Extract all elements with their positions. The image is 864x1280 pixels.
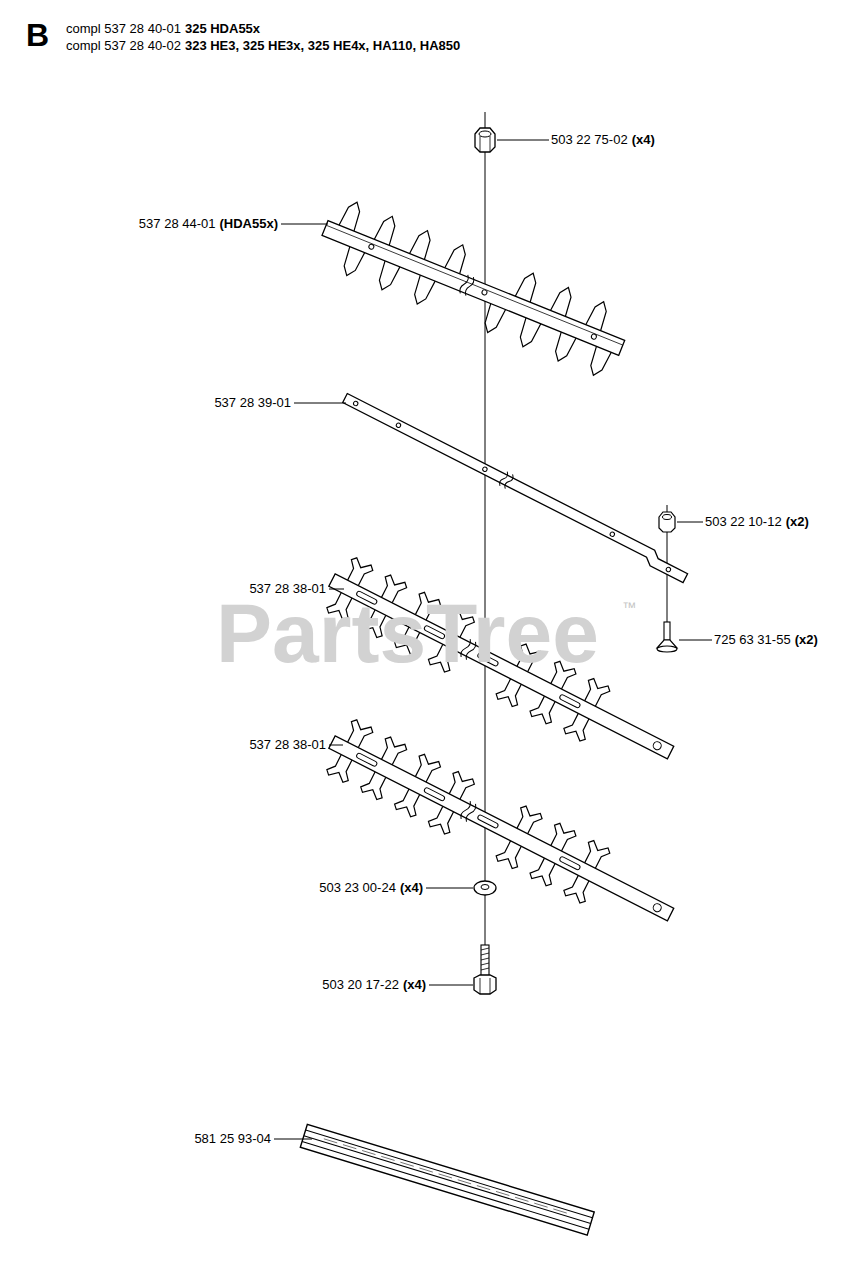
quantity-note: (x4)	[400, 879, 423, 897]
guard-bar	[340, 391, 692, 583]
model-list: 325 HDA55x	[185, 20, 260, 38]
label-row: ™	[622, 598, 636, 616]
quantity-note: (x4)	[403, 976, 426, 994]
label-row: 503 22 75-02(x4)	[551, 131, 655, 149]
quantity-note: (x2)	[786, 513, 809, 531]
assembly-number: compl 537 28 40-01	[66, 20, 181, 38]
assembly-number: compl 537 28 40-02	[66, 37, 181, 55]
watermark: PartsTree	[216, 588, 599, 678]
part-number: 503 22 75-02	[551, 131, 628, 149]
washer-symbol	[474, 881, 496, 895]
section-letter: B	[26, 18, 49, 52]
nut-symbol	[659, 512, 675, 532]
label-row: 537 28 44-01(HDA55x)	[139, 215, 278, 233]
label-row: 581 25 93-04	[194, 1130, 271, 1148]
label-row: 503 22 10-12(x2)	[705, 513, 809, 531]
cutting-blade	[318, 714, 685, 942]
screw-symbol	[657, 622, 677, 652]
label-row: 537 28 39-01	[214, 394, 291, 412]
label-row: 725 63 31-55(x2)	[714, 631, 818, 649]
nut-symbol	[475, 128, 495, 152]
model-list: 323 HE3, 325 HE3x, 325 HE4x, HA110, HA85…	[185, 37, 460, 55]
label-row: compl 537 28 40-01325 HDA55x	[66, 20, 260, 38]
blade-guard	[312, 195, 636, 382]
part-number: 503 20 17-22	[322, 976, 399, 994]
part-number: 503 22 10-12	[705, 513, 782, 531]
part-number: 725 63 31-55	[714, 631, 791, 649]
label-row: compl 537 28 40-02323 HE3, 325 HE3x, 325…	[66, 37, 460, 55]
label-row: 537 28 38-01	[249, 736, 326, 754]
bolt-symbol	[474, 945, 496, 994]
trademark: ™	[622, 598, 636, 616]
assembly-axis	[485, 112, 486, 990]
blade-scabbard	[300, 1124, 594, 1235]
label-row: B	[26, 18, 49, 52]
part-number: 537 28 38-01	[249, 736, 326, 754]
quantity-note: (x4)	[632, 131, 655, 149]
label-row: PartsTree	[216, 588, 599, 678]
part-number: 537 28 44-01	[139, 215, 216, 233]
part-number: 581 25 93-04	[194, 1130, 271, 1148]
quantity-note: (x2)	[795, 631, 818, 649]
part-number: 537 28 39-01	[214, 394, 291, 412]
label-row: 503 20 17-22(x4)	[322, 976, 426, 994]
part-number: 503 23 00-24	[319, 879, 396, 897]
label-row: 503 23 00-24(x4)	[319, 879, 423, 897]
model-note: (HDA55x)	[219, 215, 278, 233]
